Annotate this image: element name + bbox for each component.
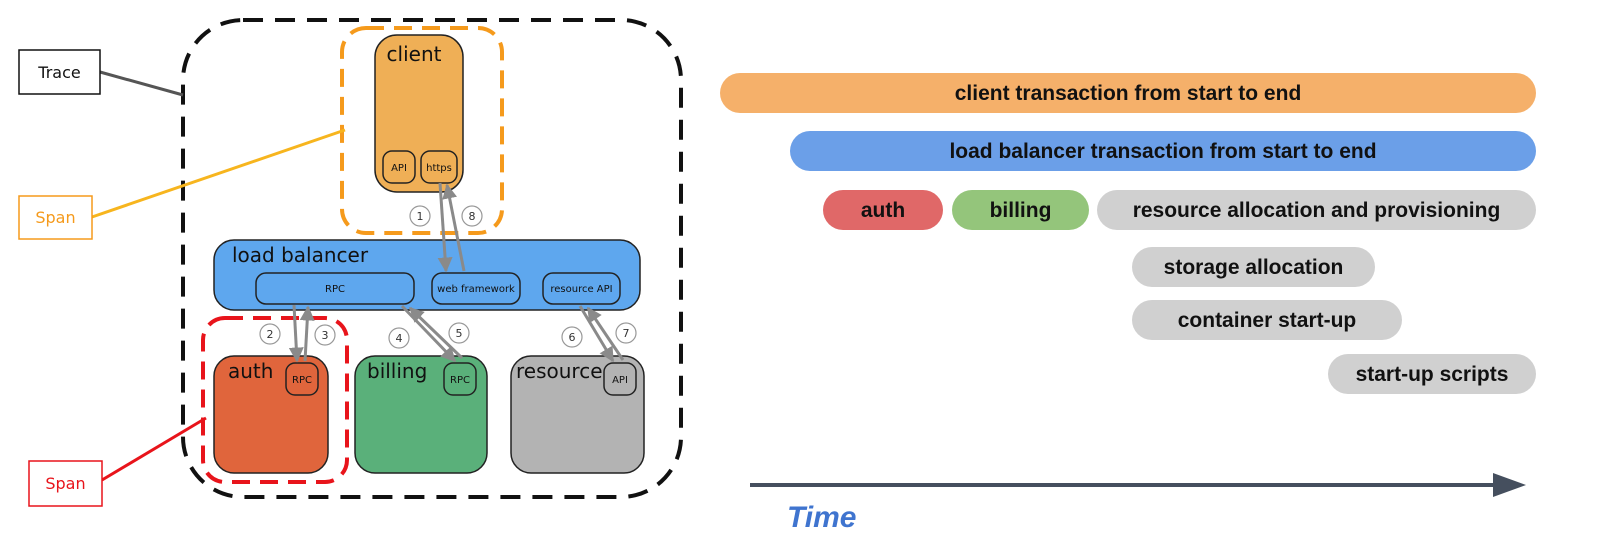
timeline-bar-container-startup: container start-up <box>1132 300 1402 340</box>
resource-service-label: resource <box>516 359 603 383</box>
lb-web-framework-endpoint <box>431 272 521 305</box>
call-arrow-1 <box>437 182 453 273</box>
billing-service-label: billing <box>367 359 427 383</box>
auth-span-label-box <box>28 460 103 507</box>
svg-text:3: 3 <box>322 329 329 342</box>
call-arrow-4 <box>400 304 457 363</box>
timeline-bar-storage-allocation: storage allocation <box>1132 247 1375 287</box>
call-arrow-3 <box>299 305 315 362</box>
step-marker-5: 5 <box>448 322 470 344</box>
step-marker-7: 7 <box>615 322 637 344</box>
svg-text:6: 6 <box>569 331 576 344</box>
client-https-endpoint <box>420 150 458 184</box>
client-service-label: client <box>387 42 442 66</box>
svg-text:8: 8 <box>469 210 476 223</box>
step-marker-8: 8 <box>461 205 483 227</box>
timeline-bar-resource-allocation: resource allocation and provisioning <box>1097 190 1536 230</box>
billing-rpc-endpoint-label: RPC <box>450 375 470 386</box>
svg-text:2: 2 <box>267 328 274 341</box>
client-span-connector <box>91 128 346 219</box>
trace-label-box <box>18 49 101 95</box>
trace-connector <box>99 70 184 97</box>
auth-service-label: auth <box>228 359 273 383</box>
client-span-label-box <box>18 195 93 240</box>
lb-resource-api-endpoint-label: resource API <box>550 284 612 295</box>
timeline-bar-storage-allocation-label: storage allocation <box>1164 256 1344 279</box>
svg-text:4: 4 <box>396 332 403 345</box>
timeline-bar-auth: auth <box>823 190 943 230</box>
client-span-label: Span <box>35 208 75 227</box>
auth-span-connector <box>101 416 207 482</box>
timeline-bar-client: client transaction from start to end <box>720 73 1536 113</box>
client-api-endpoint <box>382 150 416 184</box>
timeline-bar-client-label: client transaction from start to end <box>955 82 1302 105</box>
auth-rpc-endpoint-label: RPC <box>292 375 312 386</box>
call-arrow-7 <box>586 306 625 361</box>
call-arrow-8 <box>442 183 466 272</box>
step-marker-1: 1 <box>409 205 431 227</box>
step-marker-4: 4 <box>388 327 410 349</box>
timeline-bar-auth-label: auth <box>861 199 905 222</box>
call-arrow-6 <box>578 305 615 363</box>
lb-rpc-endpoint-label: RPC <box>325 284 345 295</box>
client-https-endpoint-label: https <box>426 163 452 174</box>
step-marker-6: 6 <box>561 326 583 348</box>
timeline-bar-load-balancer-label: load balancer transaction from start to … <box>949 140 1376 163</box>
auth-rpc-endpoint <box>285 362 319 396</box>
lb-rpc-endpoint <box>255 272 415 305</box>
timeline-bar-billing: billing <box>952 190 1089 230</box>
lb-web-framework-endpoint-label: web framework <box>437 284 515 295</box>
trace-boundary <box>181 18 683 499</box>
resource-api-endpoint <box>603 362 637 396</box>
svg-text:5: 5 <box>456 327 463 340</box>
timeline-bar-startup-scripts: start-up scripts <box>1328 354 1536 394</box>
step-marker-2: 2 <box>259 323 281 345</box>
billing-rpc-endpoint <box>443 362 477 396</box>
auth-span-label: Span <box>45 474 85 493</box>
call-arrow-2 <box>288 304 304 363</box>
trace-label: Trace <box>37 63 80 82</box>
step-marker-3: 3 <box>314 324 336 346</box>
call-arrow-5 <box>408 306 464 360</box>
resource-api-endpoint-label: API <box>612 375 628 386</box>
time-axis-arrowhead-icon <box>1493 473 1526 497</box>
timeline-bar-load-balancer: load balancer transaction from start to … <box>790 131 1536 171</box>
load-balancer-label: load balancer <box>232 243 369 267</box>
auth-span-boundary <box>201 316 349 484</box>
timeline-bar-container-startup-label: container start-up <box>1178 309 1357 332</box>
timeline-bar-startup-scripts-label: start-up scripts <box>1356 363 1509 386</box>
svg-text:1: 1 <box>417 210 424 223</box>
lb-resource-api-endpoint <box>542 272 621 305</box>
timeline-bar-resource-allocation-label: resource allocation and provisioning <box>1133 199 1501 222</box>
client-api-endpoint-label: API <box>391 163 407 174</box>
svg-text:7: 7 <box>623 327 630 340</box>
timeline-bar-billing-label: billing <box>990 199 1052 222</box>
time-axis-label: Time <box>787 501 856 534</box>
